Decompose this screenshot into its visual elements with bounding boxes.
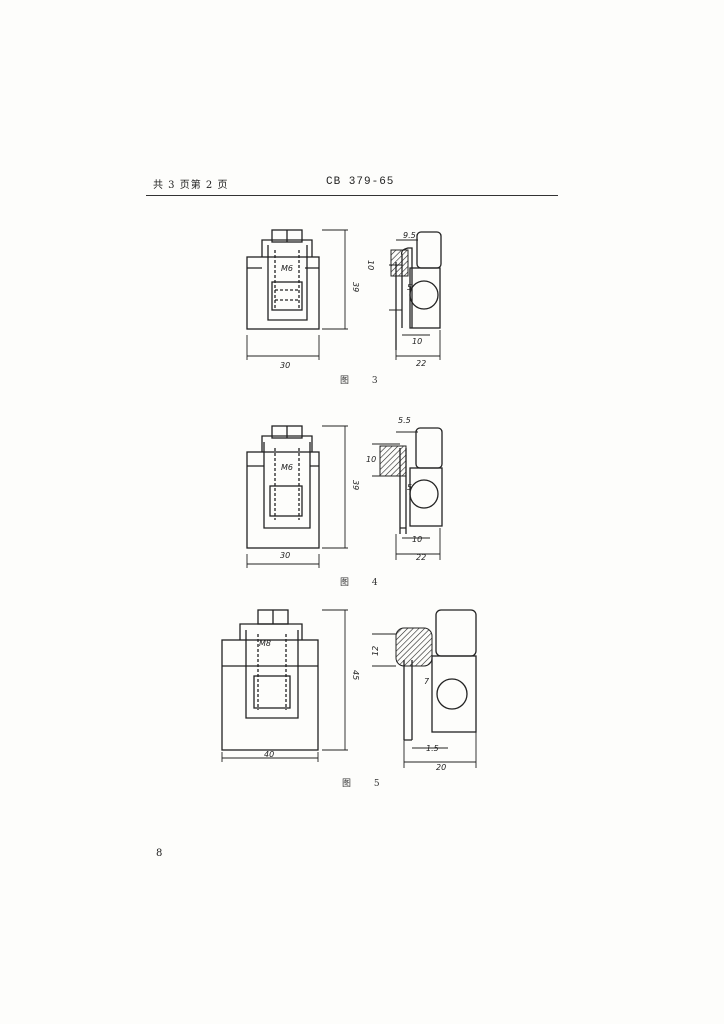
top-offset-label: 9.5: [403, 231, 416, 240]
bottom-inner-label: 10: [412, 337, 422, 346]
side-screw-head: [415, 427, 443, 469]
top-offset-label: 5.5: [398, 416, 411, 425]
side-body: [409, 267, 441, 329]
clamp-outline: [245, 630, 299, 719]
clamp-outline: [263, 442, 311, 529]
side-hole: [436, 678, 468, 710]
bottom-outer-label: 22: [416, 359, 426, 368]
inner-dim-label: 7: [424, 677, 430, 686]
front-cap: [239, 623, 303, 640]
side-hole: [409, 479, 439, 509]
side-screw-head: [416, 231, 442, 269]
side-dim-label: 10: [366, 260, 375, 270]
width-label: 30: [280, 551, 290, 560]
hole-dim-label: 5: [407, 483, 412, 492]
bottom-outer-label: 22: [416, 553, 426, 562]
figure-caption: 图 5: [342, 779, 390, 789]
clamp-outline: [267, 245, 308, 321]
height-label: 39: [351, 282, 360, 292]
figure-3-drawing: M6 39 30 9.5 10 5 10 22: [246, 229, 442, 370]
bottom-outer-label: 20: [436, 763, 446, 772]
width-label: 40: [264, 750, 274, 759]
figure-5-drawing: M8 45 40 12 7 1.5 20: [221, 609, 477, 772]
side-dim-label: 10: [366, 455, 376, 464]
hole-dim-label: 5: [407, 283, 412, 292]
header-rule: [146, 195, 558, 196]
bottom-inner-label: 1.5: [426, 744, 439, 753]
side-screw-head: [435, 609, 477, 657]
side-hole: [409, 280, 439, 310]
figure-4: M6 39 30 5.5 10 5 10 22 图 4: [0, 408, 724, 593]
nut-block: [269, 485, 303, 517]
front-body: [221, 639, 319, 751]
figure-5: M8 45 40 12 7 1.5 20 图 5: [0, 600, 724, 800]
thread-label: M8: [259, 639, 271, 648]
page-count-header: 共 3 页第 2 页: [153, 180, 229, 191]
nut-block: [253, 675, 291, 709]
height-label: 39: [351, 480, 360, 490]
figure-caption: 图 3: [340, 376, 388, 386]
width-label: 30: [280, 361, 290, 370]
side-body: [431, 655, 477, 733]
side-dim-label: 12: [371, 646, 380, 656]
hidden-thread-lines: [274, 250, 300, 310]
nut-block: [271, 281, 303, 311]
thread-label: M6: [281, 264, 293, 273]
page-number: 8: [156, 848, 163, 859]
side-clamp: [403, 660, 413, 741]
thread-label: M6: [281, 463, 293, 472]
front-body: [246, 256, 320, 330]
front-body: [246, 451, 320, 549]
figure-4-drawing: M6 39 30 5.5 10 5 10 22: [246, 416, 443, 568]
height-label: 45: [351, 670, 360, 680]
figure-caption: 图 4: [340, 578, 388, 588]
figure-3: M6 39 30 9.5 10 5 10 22 图 3: [0, 210, 724, 395]
standard-code: CB 379-65: [326, 176, 395, 188]
bottom-inner-label: 10: [412, 535, 422, 544]
